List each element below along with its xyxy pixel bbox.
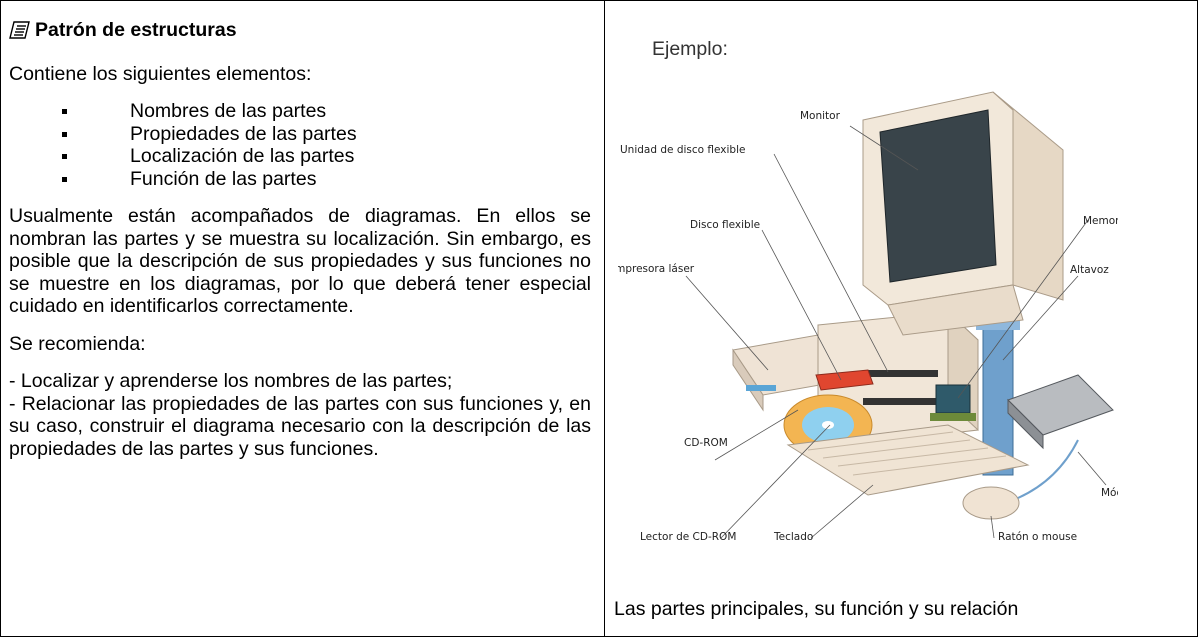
label-modem: Módem — [1101, 487, 1118, 499]
bullet-square — [62, 131, 67, 137]
label-memory: Memoria — [1083, 215, 1118, 227]
label-floppy-drive: Unidad de disco flexible — [620, 144, 745, 156]
monitor-back — [992, 91, 1064, 301]
intro-text: Contiene los siguientes elementos: — [9, 62, 312, 85]
speaker-top — [976, 320, 1020, 330]
section-heading: Patrón de estructuras — [9, 19, 591, 42]
label-mouse: Ratón o mouse — [998, 531, 1077, 543]
monitor-screen — [879, 109, 997, 283]
example-label: Ejemplo: — [652, 38, 728, 60]
label-speaker: Altavoz — [1070, 264, 1109, 276]
cd-hole — [822, 421, 834, 429]
elements-list: Nombres de las partes Propiedades de las… — [9, 100, 591, 190]
figure-caption: Las partes principales, su función y su … — [614, 598, 1019, 620]
list-item: Propiedades de las partes — [9, 123, 591, 146]
label-printer: Impresora láser — [618, 263, 695, 275]
bullet-square — [62, 109, 67, 114]
left-column: Patrón de estructuras Contiene los sigui… — [9, 19, 591, 460]
list-item-text: Función de las partes — [130, 167, 317, 190]
floppy-slot — [863, 370, 938, 377]
list-item: Nombres de las partes — [9, 100, 591, 123]
description-paragraph: Usualmente están acompañados de diagrama… — [9, 205, 591, 317]
column-divider — [604, 0, 605, 637]
label-cdrom: CD-ROM — [684, 437, 728, 449]
monitor-stand — [887, 284, 1024, 336]
label-monitor: Monitor — [800, 110, 841, 122]
notepad-icon — [9, 21, 30, 39]
label-keyboard: Teclado — [773, 531, 813, 543]
printer-tray — [746, 385, 776, 391]
recommendation-1: - Localizar y aprenderse los nombres de … — [9, 370, 453, 392]
modem-side — [1007, 398, 1044, 450]
label-cd-reader: Lector de CD-ROM — [640, 531, 736, 543]
mouse-shape — [962, 486, 1020, 520]
computer-illustration: Monitor Unidad de disco flexible Disco f… — [618, 91, 1118, 543]
list-item-text: Propiedades de las partes — [130, 122, 357, 145]
list-item: Función de las partes — [9, 168, 591, 191]
recommendation-2: - Relacionar las propiedades de las part… — [9, 392, 591, 460]
bullet-square — [62, 176, 67, 182]
mouse-cable — [1017, 439, 1079, 499]
cdrom-slot — [863, 398, 938, 405]
memory-board — [930, 413, 976, 421]
recommend-label: Se recomienda: — [9, 332, 146, 355]
list-item-text: Localización de las partes — [130, 145, 355, 167]
list-item-text: Nombres de las partes — [130, 100, 327, 122]
heading-text: Patrón de estructuras — [35, 19, 237, 41]
keyboard-shape — [786, 424, 1030, 496]
printer-side — [732, 348, 764, 412]
list-item: Localización de las partes — [9, 145, 591, 168]
floppy-disk-shape — [815, 369, 874, 391]
label-floppy-disk: Disco flexible — [690, 219, 760, 231]
bullet-square — [62, 154, 67, 159]
